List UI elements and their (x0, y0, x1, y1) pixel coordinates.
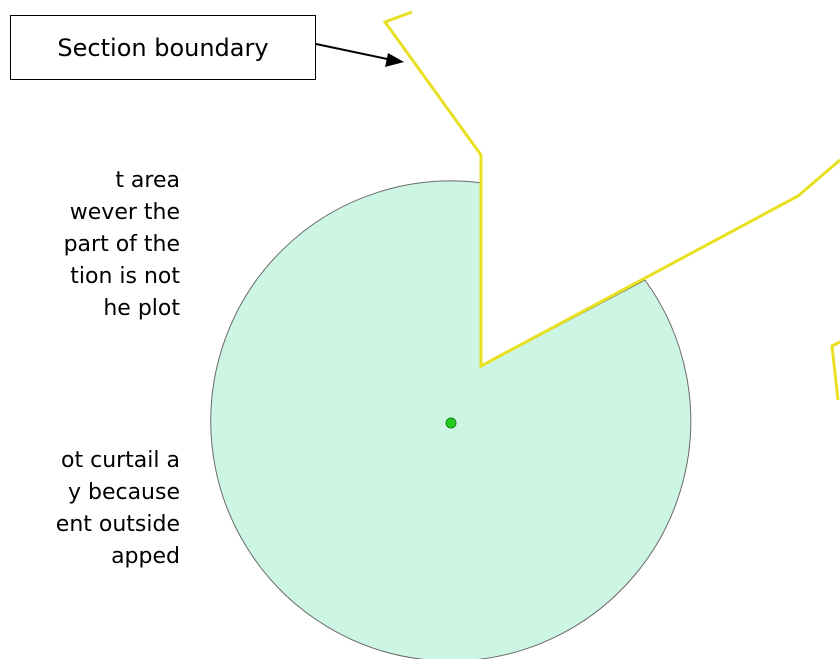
text-line: t area (115, 168, 180, 193)
callout-box: Section boundary (10, 15, 316, 80)
section-boundary-line (382, 10, 840, 369)
callout-arrow-line (315, 43, 393, 61)
text-line: ent outside (55, 512, 180, 537)
text-block-2: ot curtail a y because ent outside apped (0, 445, 200, 573)
text-line: y because (67, 480, 180, 505)
text-line: he plot (103, 296, 180, 321)
section-boundary-fragment (830, 340, 840, 401)
plot-center-point (445, 417, 457, 429)
text-line: ot curtail a (61, 448, 180, 473)
callout-label: Section boundary (57, 33, 269, 62)
text-line: part of the (63, 232, 180, 257)
text-line: apped (111, 544, 180, 569)
text-line: tion is not (70, 264, 180, 289)
callout-arrowhead (385, 53, 404, 67)
text-block-1: t area wever the part of the tion is not… (0, 165, 200, 325)
text-line: wever the (69, 200, 180, 225)
